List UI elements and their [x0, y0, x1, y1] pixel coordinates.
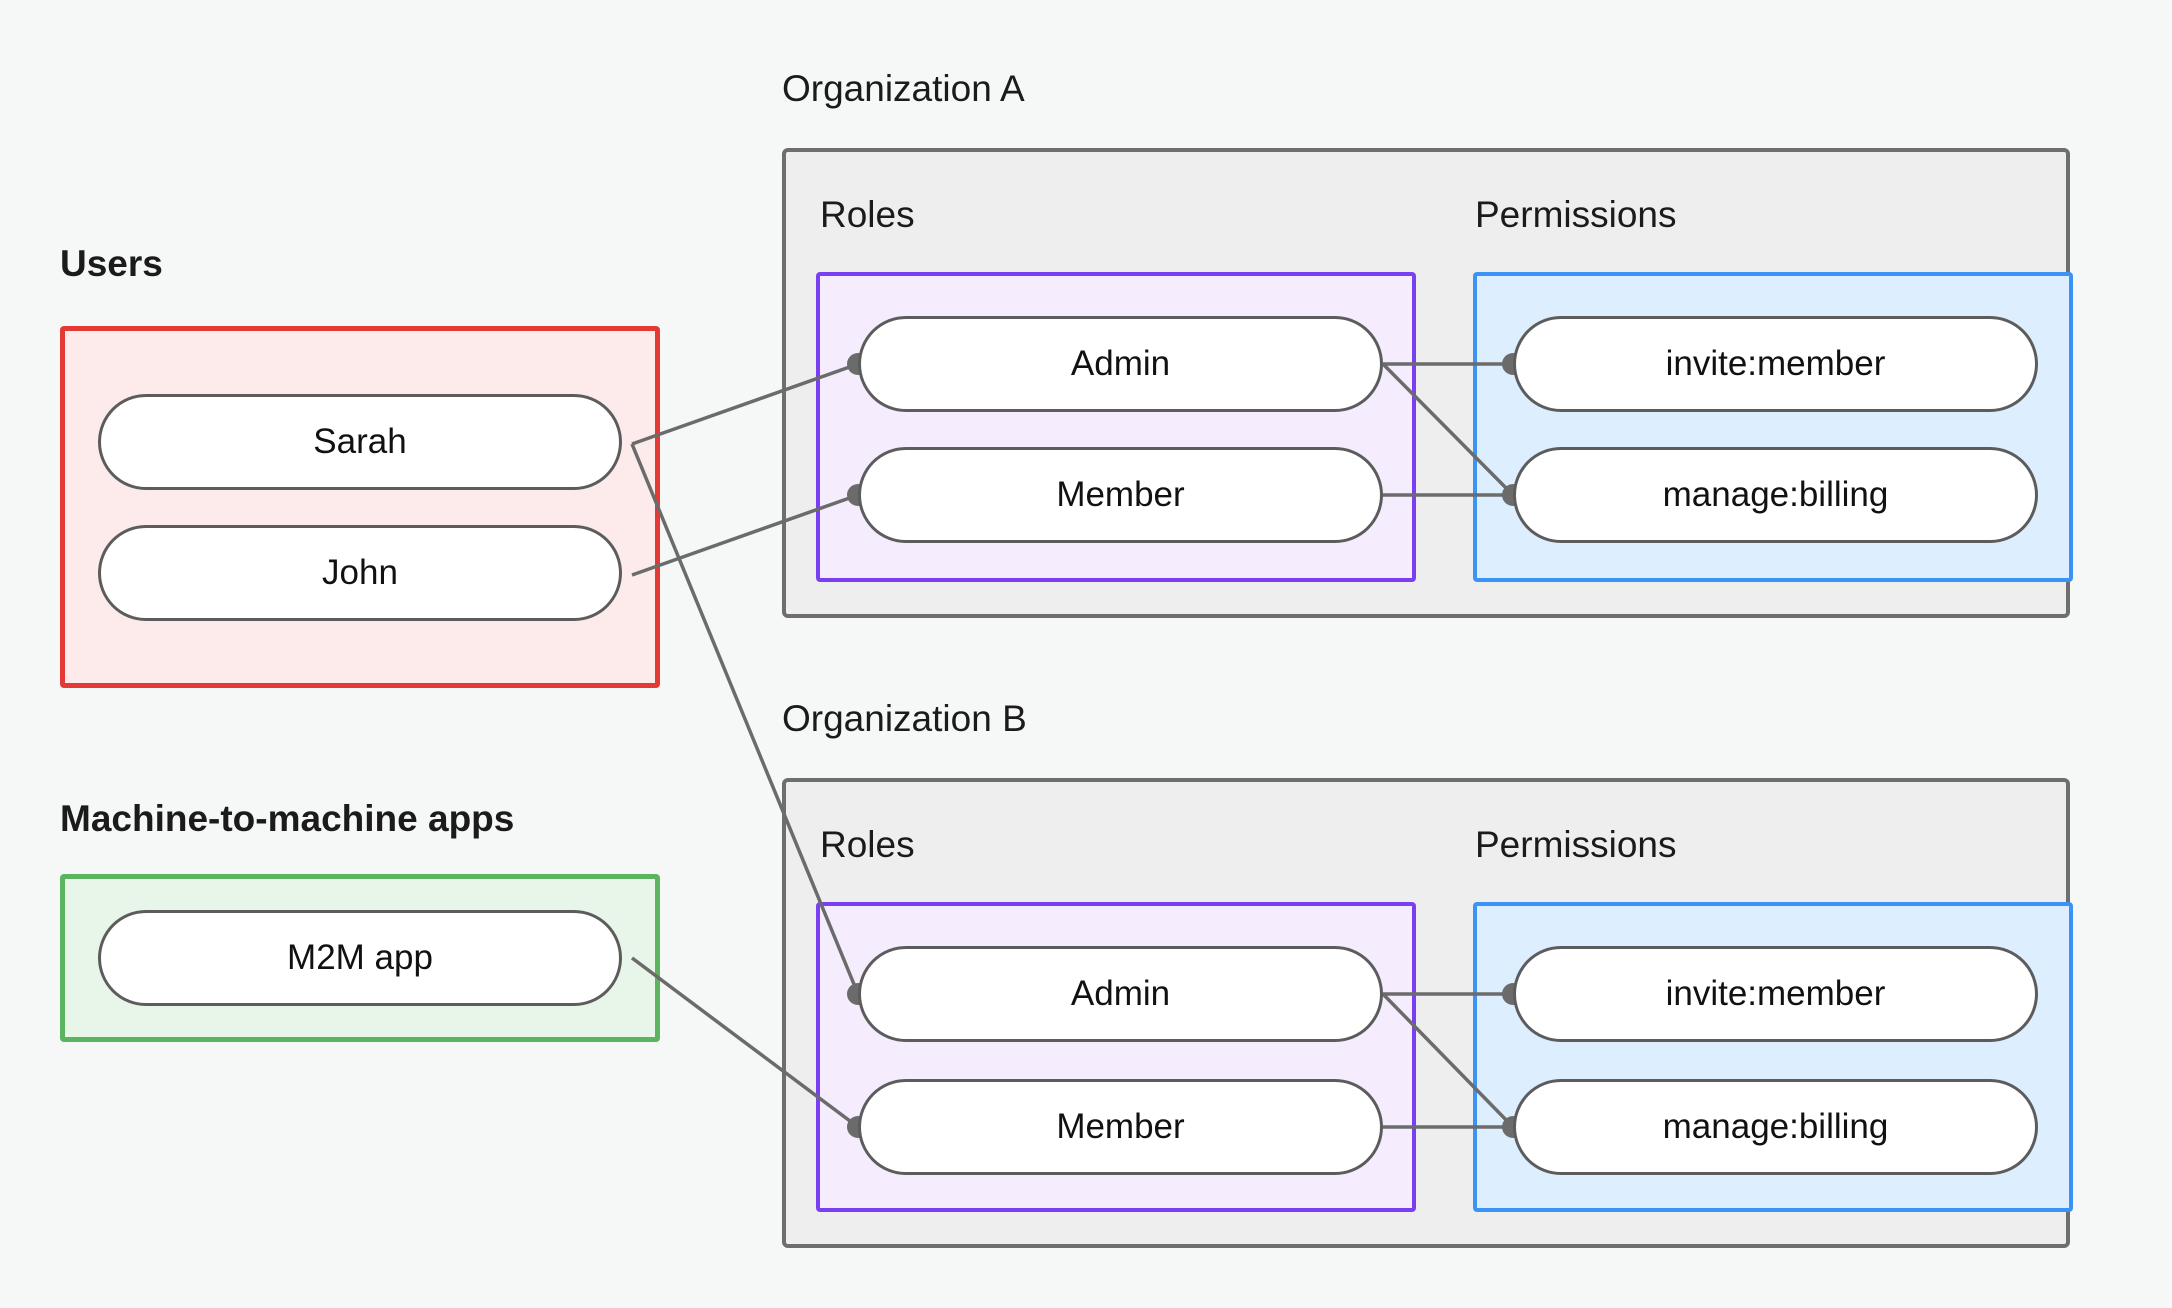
- org-b-permission-invite-member[interactable]: invite:member: [1513, 946, 2038, 1042]
- org-a-permission-manage-billing-label: manage:billing: [1662, 475, 1889, 514]
- node-m2m-app-label: M2M app: [287, 938, 433, 977]
- m2m-group-label: Machine-to-machine apps: [60, 798, 515, 839]
- org-b-label: Organization B: [782, 698, 1027, 739]
- node-user-john-label: John: [322, 553, 398, 592]
- org-b-permission-invite-member-label: invite:member: [1665, 974, 1886, 1013]
- org-b-role-member[interactable]: Member: [858, 1079, 1383, 1175]
- org-b-role-admin[interactable]: Admin: [858, 946, 1383, 1042]
- org-b-permission-manage-billing-label: manage:billing: [1662, 1107, 1889, 1146]
- org-a-role-admin-label: Admin: [1070, 344, 1171, 383]
- org-a-role-admin[interactable]: Admin: [858, 316, 1383, 412]
- org-a-permissions-title: Permissions: [1475, 194, 1677, 235]
- node-user-sarah-label: Sarah: [313, 422, 407, 461]
- org-a-permission-invite-member-label: invite:member: [1665, 344, 1886, 383]
- users-container: [60, 326, 660, 688]
- org-b-role-admin-label: Admin: [1070, 974, 1171, 1013]
- org-a-permission-invite-member[interactable]: invite:member: [1513, 316, 2038, 412]
- org-a-permission-manage-billing[interactable]: manage:billing: [1513, 447, 2038, 543]
- org-a-label: Organization A: [782, 68, 1025, 109]
- org-b-permission-manage-billing[interactable]: manage:billing: [1513, 1079, 2038, 1175]
- org-a-roles-title: Roles: [820, 194, 915, 235]
- org-a-role-member-label: Member: [1056, 475, 1185, 514]
- node-m2m-app[interactable]: M2M app: [98, 910, 622, 1006]
- node-user-sarah[interactable]: Sarah: [98, 394, 622, 490]
- org-b-role-member-label: Member: [1056, 1107, 1185, 1146]
- org-b-roles-title: Roles: [820, 824, 915, 865]
- org-a-role-member[interactable]: Member: [858, 447, 1383, 543]
- users-group-label: Users: [60, 243, 163, 284]
- node-user-john[interactable]: John: [98, 525, 622, 621]
- org-b-permissions-title: Permissions: [1475, 824, 1677, 865]
